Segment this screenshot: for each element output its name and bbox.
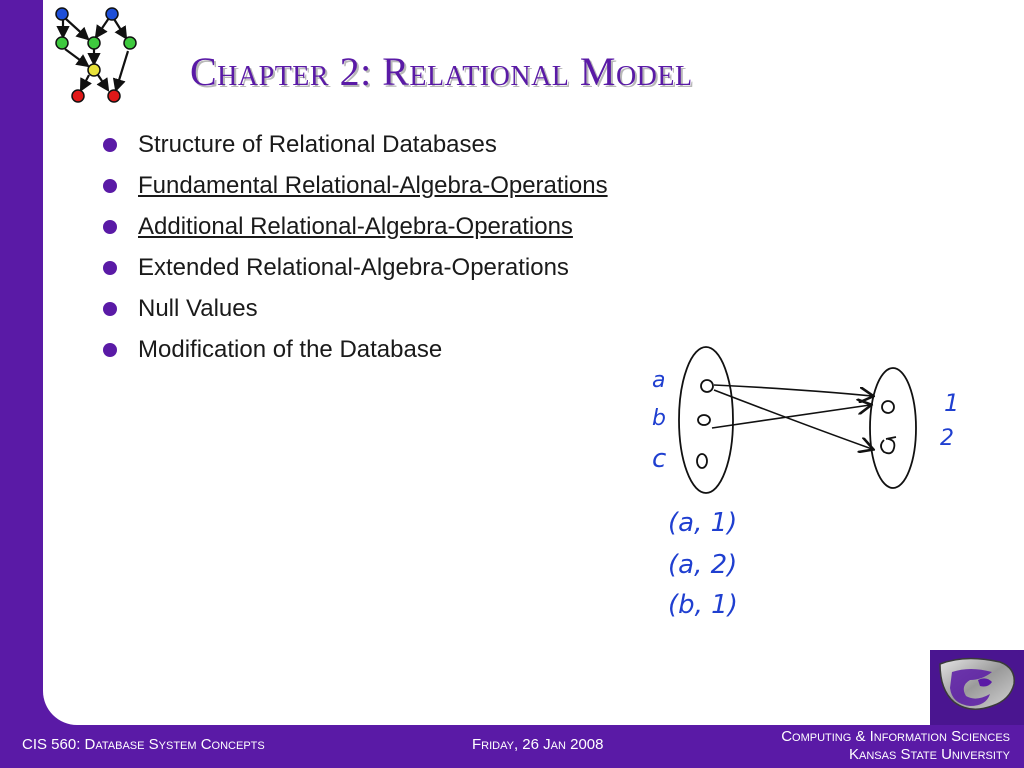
page-title: Chapter 2: Relational Model (190, 49, 693, 94)
domain-label-a: a (652, 368, 665, 393)
bullet-list: Structure of Relational Databases Fundam… (103, 124, 608, 370)
list-item: Modification of the Database (103, 329, 608, 370)
mapping-arrow (713, 389, 872, 449)
footer-course: CIS 560: Database System Concepts (22, 736, 265, 753)
bullet-text: Null Values (138, 294, 258, 322)
footer-department: Computing & Information Sciences Kansas … (781, 728, 1010, 764)
bullet-dot-icon (103, 178, 117, 193)
bullet-text: Structure of Relational Databases (138, 130, 497, 158)
list-item: Structure of Relational Databases (103, 124, 608, 165)
footer-dept-line: Computing & Information Sciences (781, 728, 1010, 745)
slide-canvas (43, 0, 1024, 725)
mapping-sketch: a b c 1 2 (a, 1) (a, 2) (b, 1) (652, 346, 959, 620)
mapping-arrow (711, 405, 870, 429)
bullet-dot-icon (103, 219, 117, 234)
bullet-text: Extended Relational-Algebra-Operations (138, 253, 569, 281)
bullet-dot-icon (103, 260, 117, 275)
domain-set-oval (678, 346, 734, 494)
bullet-link[interactable]: Additional Relational-Algebra-Operations (138, 212, 573, 240)
bullet-dot-icon (103, 137, 117, 152)
pair-text: (a, 1) (668, 508, 737, 538)
list-item: Null Values (103, 288, 608, 329)
pair-text: (b, 1) (668, 590, 738, 620)
footer-university-line: Kansas State University (848, 746, 1010, 763)
bullet-text: Modification of the Database (138, 335, 443, 363)
pair-text: (a, 2) (668, 550, 737, 580)
list-item[interactable]: Additional Relational-Algebra-Operations (103, 206, 608, 247)
graph-logo-icon (55, 7, 137, 103)
bullet-dot-icon (103, 342, 117, 357)
bullet-link[interactable]: Fundamental Relational-Algebra-Operation… (138, 171, 608, 199)
bullet-dot-icon (103, 301, 117, 316)
domain-label-b: b (652, 406, 666, 431)
footer-date: Friday, 26 Jan 2008 (472, 736, 604, 753)
wildcat-logo-icon (930, 650, 1024, 725)
domain-label-c: c (652, 444, 666, 474)
list-item: Extended Relational-Algebra-Operations (103, 247, 608, 288)
list-item[interactable]: Fundamental Relational-Algebra-Operation… (103, 165, 608, 206)
range-set-oval (869, 367, 917, 489)
range-label-2: 2 (940, 426, 954, 451)
mapping-arrow (713, 384, 872, 396)
range-label-1: 1 (944, 389, 959, 417)
